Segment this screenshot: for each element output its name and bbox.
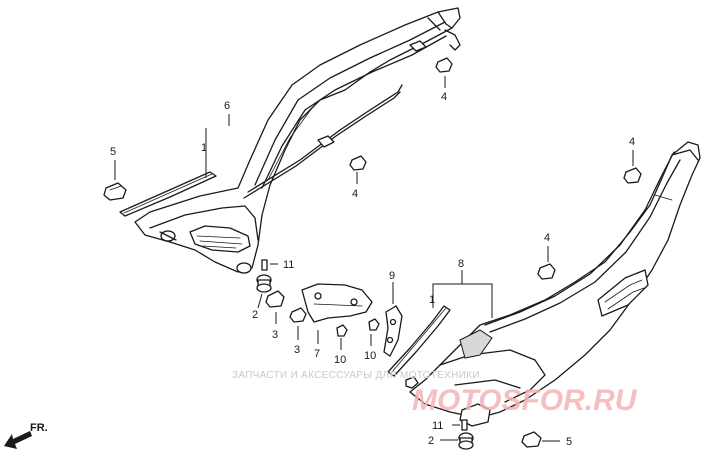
- callout-4-a: 4: [441, 91, 447, 103]
- callout-1-left: 1: [201, 142, 207, 154]
- callout-10-b: 10: [364, 350, 376, 362]
- leader-lines: [114, 76, 634, 442]
- front-direction-indicator: FR.: [4, 422, 48, 449]
- callout-10-a: 10: [334, 354, 346, 366]
- right-side-cover: [409, 141, 701, 427]
- callout-1-right: 1: [429, 294, 435, 306]
- callout-11-right: 11: [432, 420, 443, 432]
- bolt-right-lower: [405, 376, 419, 389]
- bracket-9: [383, 305, 403, 357]
- callout-numbers: 1 6 5 4 4 4 4 11 2 3 3 7 10 10 9 8 1 11 …: [110, 91, 635, 448]
- cushion-4-right-top: [623, 167, 642, 184]
- callout-9: 9: [389, 270, 395, 282]
- nut-10-a: [336, 324, 348, 337]
- callout-5-right: 5: [566, 436, 572, 448]
- watermark-tagline: ЗАПЧАСТИ И АКСЕССУАРЫ ДЛЯ МОТОТЕХНИКИ: [232, 370, 480, 381]
- callout-4-d: 4: [544, 232, 550, 244]
- watermark: ЗАПЧАСТИ И АКСЕССУАРЫ ДЛЯ МОТОТЕХНИКИ MO…: [232, 370, 638, 417]
- callout-2-right: 2: [428, 435, 434, 447]
- collar-2-right: [458, 432, 474, 450]
- callout-2-left: 2: [252, 309, 258, 321]
- callout-5-left: 5: [110, 146, 116, 158]
- callout-4-b: 4: [352, 188, 358, 200]
- left-grommet-5: [103, 182, 127, 201]
- bracket-7: [301, 283, 373, 323]
- left-side-cover: [134, 7, 461, 274]
- cushion-4-right-mid: [537, 263, 556, 280]
- callout-3-b: 3: [294, 344, 300, 356]
- grommet-3-a: [265, 290, 285, 308]
- front-label: FR.: [30, 422, 48, 434]
- cushion-4-mid: [349, 155, 367, 171]
- callout-7: 7: [314, 348, 320, 360]
- callout-11-left: 11: [283, 259, 294, 271]
- left-seal-strip: [119, 171, 217, 217]
- callout-3-a: 3: [272, 329, 278, 341]
- grommet-5-right: [521, 431, 542, 448]
- clip-11-right: [461, 419, 468, 431]
- cushion-4-top: [435, 57, 453, 73]
- front-arrow-icon: [4, 431, 32, 449]
- callout-4-c: 4: [629, 136, 635, 148]
- collar-2-left: [256, 274, 272, 293]
- right-seal-strip: [387, 305, 451, 377]
- callout-6: 6: [224, 100, 230, 112]
- nut-10-b: [368, 318, 380, 331]
- clip-11-left: [261, 259, 268, 271]
- watermark-site: MOTOSFOR.RU: [412, 384, 638, 417]
- callout-8: 8: [458, 258, 464, 270]
- grommet-3-b: [289, 307, 307, 323]
